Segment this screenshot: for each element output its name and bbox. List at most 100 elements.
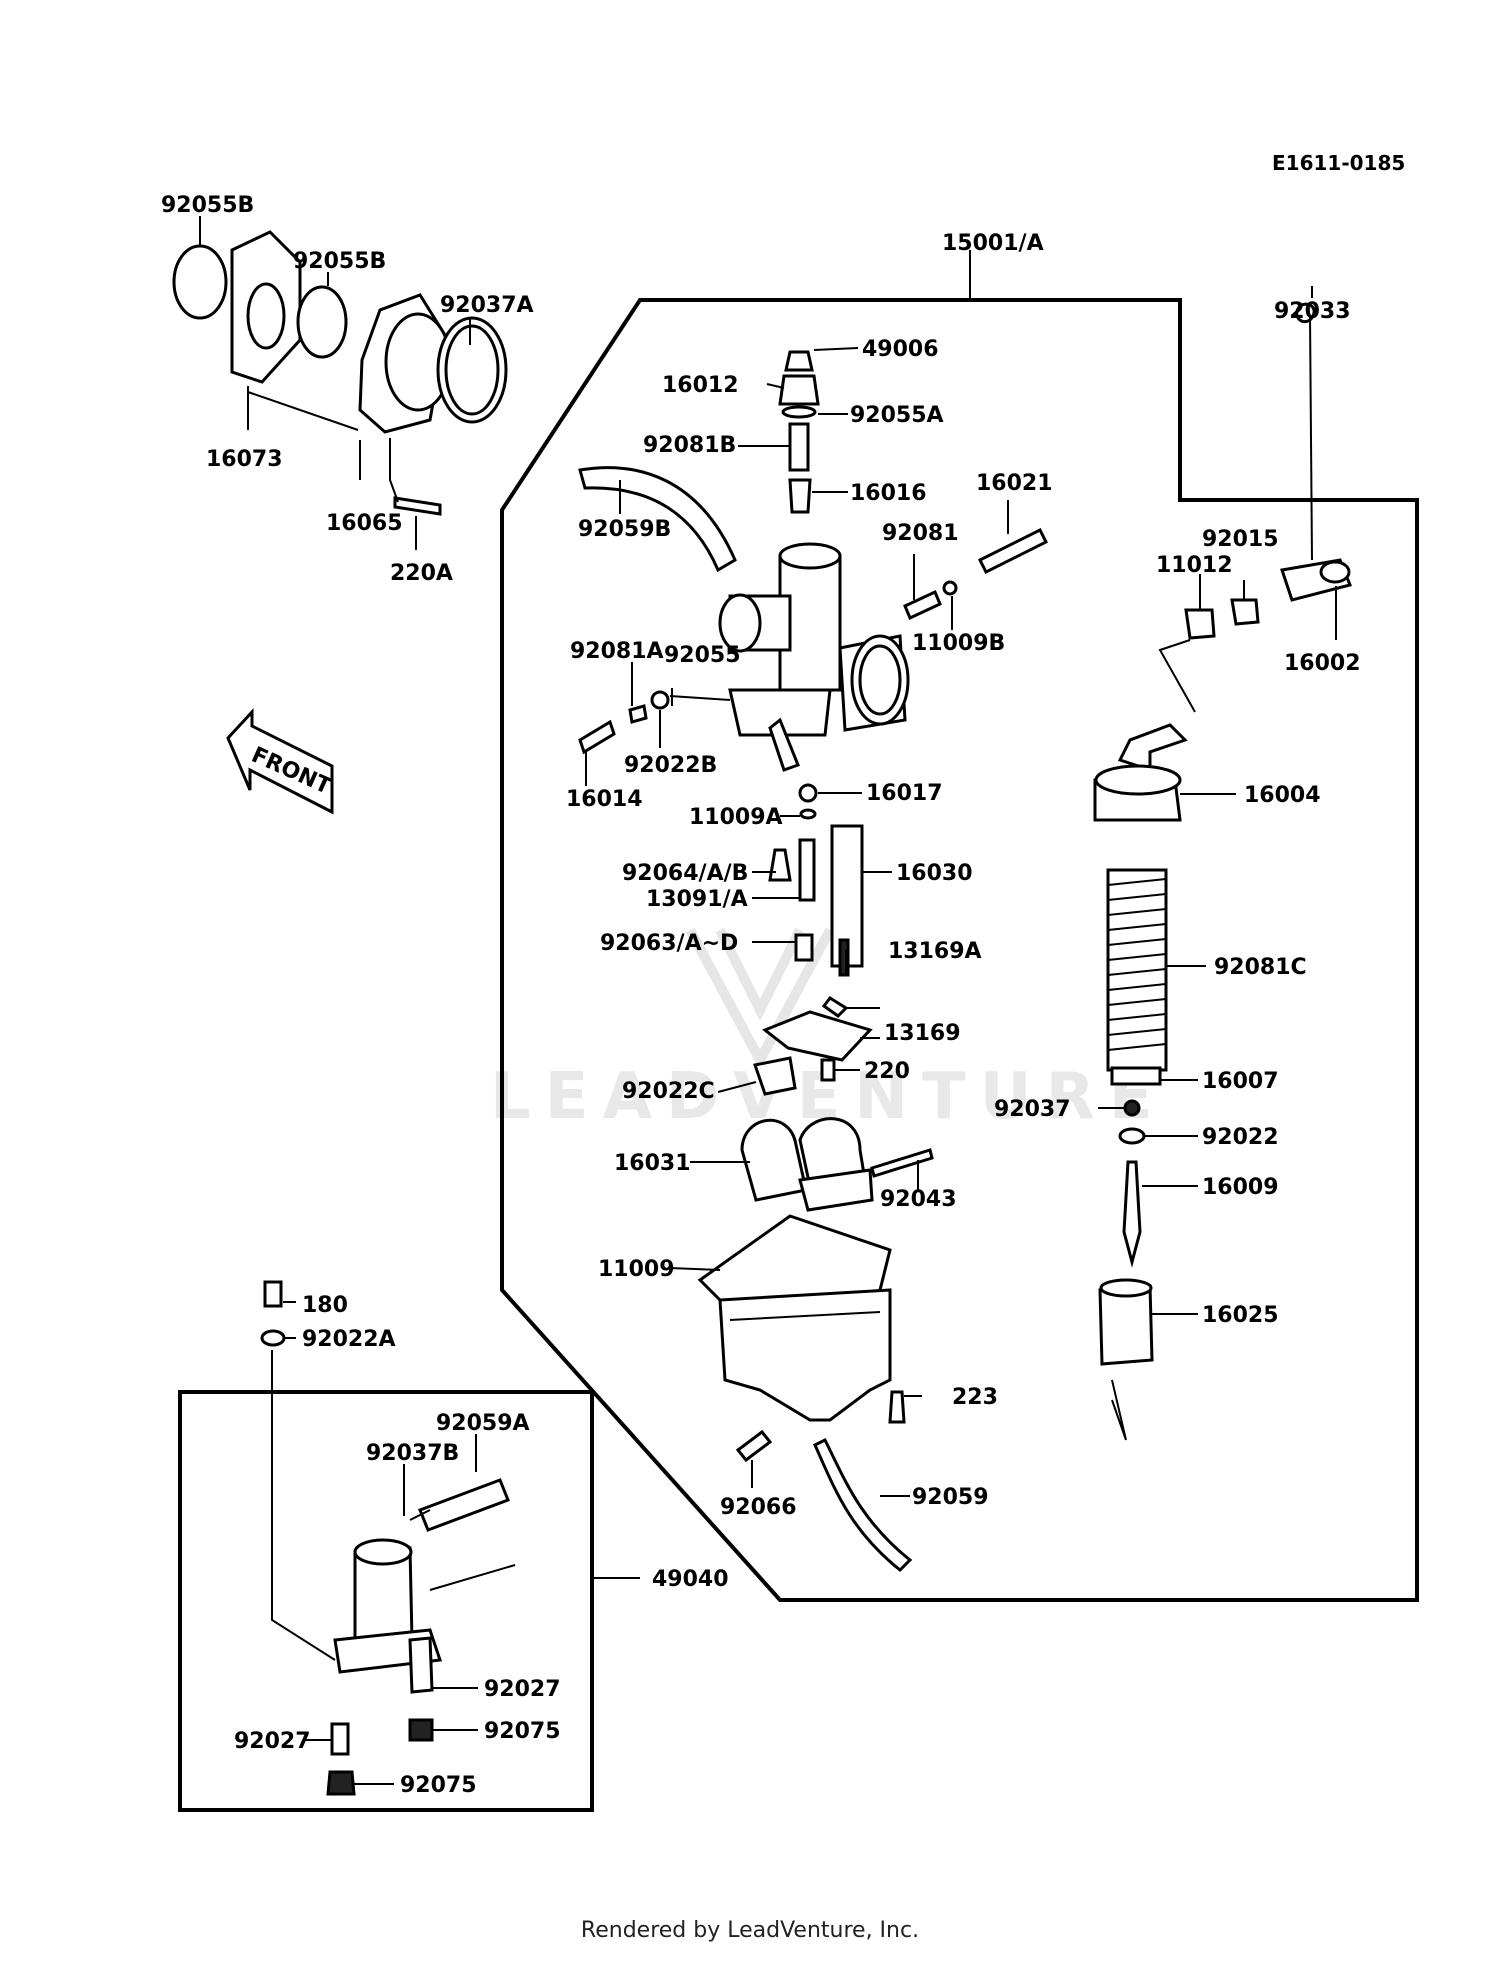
jet-needle-part — [1122, 1160, 1142, 1268]
callout-16031: 16031 — [614, 1151, 691, 1176]
callout-13091A: 13091/A — [646, 887, 748, 912]
callout-16073: 16073 — [206, 447, 283, 472]
drain-screw-part — [735, 1429, 773, 1463]
credit-text: Rendered by LeadVenture, Inc. — [580, 1918, 920, 1943]
callout-11009B: 11009B — [912, 631, 1005, 656]
callout-11009A: 11009A — [689, 805, 783, 830]
callout-11012: 11012 — [1156, 553, 1233, 578]
callout-92081B: 92081B — [643, 433, 736, 458]
callout-16004: 16004 — [1244, 783, 1321, 808]
callout-92066: 92066 — [720, 1495, 797, 1520]
nut-part — [1230, 598, 1260, 626]
callout-16065: 16065 — [326, 511, 403, 536]
fuel-pump-parts — [260, 1280, 516, 1796]
callout-11009: 11009 — [598, 1257, 675, 1282]
throttle-valve-part — [1098, 1284, 1154, 1366]
vent-tube-part — [578, 466, 737, 573]
callout-92055A: 92055A — [850, 403, 944, 428]
callout-92063AD: 92063/A~D — [600, 931, 738, 956]
callout-16016: 16016 — [850, 481, 927, 506]
callout-13169: 13169 — [884, 1021, 961, 1046]
screw-part — [393, 496, 442, 516]
right-side-parts — [1093, 302, 1353, 1441]
fuel-hose-part — [418, 1478, 510, 1532]
leader-lines — [199, 216, 1337, 1785]
callout-92015: 92015 — [1202, 527, 1279, 552]
spring-part — [788, 422, 810, 472]
float-valve-seat-part — [830, 824, 864, 968]
callout-92033: 92033 — [1274, 299, 1351, 324]
callout-92075: 92075 — [484, 1719, 561, 1744]
pipe-part — [408, 1636, 434, 1694]
callout-16014: 16014 — [566, 787, 643, 812]
callout-92059B: 92059B — [578, 517, 671, 542]
fuel-pump-assembly-outline — [178, 1390, 594, 1812]
callout-92055: 92055 — [664, 643, 741, 668]
callout-92022C: 92022C — [622, 1079, 715, 1104]
float-bowl-part — [718, 1288, 892, 1422]
pilot-screw-part — [977, 527, 1049, 575]
callout-92055B-2: 92055B — [293, 249, 386, 274]
o-ring-part-2 — [296, 285, 348, 359]
callout-92022: 92022 — [1202, 1125, 1279, 1150]
callout-92027-2: 92027 — [234, 1729, 311, 1754]
callout-92081A: 92081A — [570, 639, 664, 664]
callout-92037A: 92037A — [440, 293, 534, 318]
callout-92059A: 92059A — [436, 1411, 530, 1436]
callout-16009: 16009 — [1202, 1175, 1279, 1200]
washer-part — [1118, 1127, 1146, 1145]
callout-15001A: 15001/A — [942, 231, 1044, 256]
callout-92081: 92081 — [882, 521, 959, 546]
main-jet-part — [798, 838, 816, 902]
filter-part — [408, 1718, 434, 1742]
callout-16012: 16012 — [662, 373, 739, 398]
callout-16021: 16021 — [976, 471, 1053, 496]
callout-92081C: 92081C — [1214, 955, 1307, 980]
callout-180: 180 — [302, 1293, 348, 1318]
throttle-stop-screw-part — [578, 719, 616, 755]
drain-hose-part — [813, 1437, 913, 1573]
callout-92037: 92037 — [994, 1097, 1071, 1122]
callout-92064AB: 92064/A/B — [622, 861, 748, 886]
callout-49006: 49006 — [862, 337, 939, 362]
callout-16025: 16025 — [1202, 1303, 1279, 1328]
callout-220: 220 — [864, 1059, 910, 1084]
front-arrow: FRONT — [226, 708, 335, 815]
callout-16030: 16030 — [896, 861, 973, 886]
cap-part — [753, 1056, 797, 1096]
cable-adjuster-part — [778, 374, 820, 406]
float-arm-plate-part — [762, 1010, 873, 1062]
jet-and-float-parts — [697, 783, 934, 1573]
callout-220A: 220A — [390, 561, 453, 586]
diagram-code: E1611-0185 — [1272, 151, 1405, 175]
callout-92022A: 92022A — [302, 1327, 396, 1352]
throttle-spring-part — [1106, 868, 1168, 1072]
needle-holder-part — [1110, 1066, 1162, 1086]
carburetor-assembly-outline — [500, 298, 1419, 1602]
callout-92055B: 92055B — [161, 193, 254, 218]
callout-92037B: 92037B — [366, 1441, 459, 1466]
callout-49040: 49040 — [652, 1567, 729, 1592]
callout-223: 223 — [952, 1385, 998, 1410]
callout-92022B: 92022B — [624, 753, 717, 778]
intake-parts — [172, 230, 508, 516]
callout-labels: 92055B 92055B 92037A 16073 16065 220A 15… — [161, 193, 1361, 1798]
callout-92027: 92027 — [484, 1677, 561, 1702]
cable-elbow-part — [1117, 723, 1188, 773]
o-ring-part — [172, 244, 228, 320]
callout-16017: 16017 — [866, 781, 943, 806]
callout-13169A: 13169A — [888, 939, 982, 964]
float-pin-part — [870, 1148, 934, 1178]
callout-92059: 92059 — [912, 1485, 989, 1510]
callout-92043: 92043 — [880, 1187, 957, 1212]
callout-16002: 16002 — [1284, 651, 1361, 676]
callout-92075-2: 92075 — [400, 1773, 477, 1798]
filter-part-2 — [326, 1770, 356, 1796]
rubber-cap-part — [1184, 608, 1216, 640]
watermark-logo — [685, 927, 835, 1071]
callout-16007: 16007 — [1202, 1069, 1279, 1094]
float-part — [740, 1118, 808, 1202]
bolt-part — [263, 1280, 283, 1308]
pipe-part-2 — [330, 1722, 350, 1756]
